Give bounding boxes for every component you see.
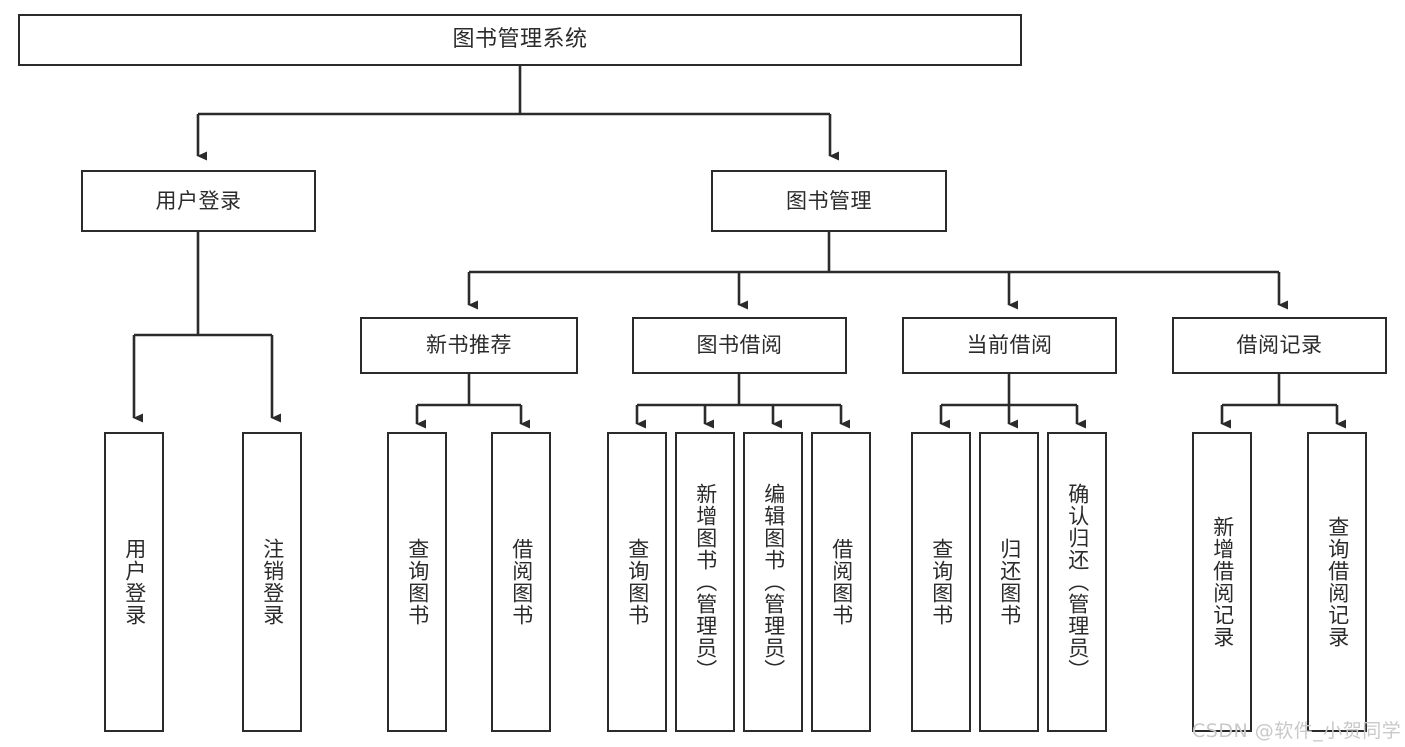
node-label: 借阅记录 — [1236, 333, 1323, 358]
node-leaf-add-book[interactable]: 新增图书（管理员） — [675, 432, 735, 732]
node-leaf-borrow-book-2[interactable]: 借阅图书 — [811, 432, 871, 732]
node-label: 图书管理 — [786, 188, 872, 213]
node-borrow-record[interactable]: 借阅记录 — [1172, 317, 1387, 374]
node-leaf-query-book-1[interactable]: 查询图书 — [387, 432, 447, 732]
node-leaf-edit-book[interactable]: 编辑图书（管理员） — [743, 432, 803, 732]
node-book-borrow[interactable]: 图书借阅 — [632, 317, 847, 374]
node-label: 借阅图书 — [509, 538, 534, 626]
node-leaf-query-borrow-record[interactable]: 查询借阅记录 — [1307, 432, 1367, 732]
node-label: 查询借阅记录 — [1325, 516, 1350, 648]
node-label: 借阅图书 — [829, 538, 854, 626]
node-label: 新书推荐 — [426, 333, 512, 358]
node-label: 新增借阅记录 — [1210, 516, 1235, 648]
node-label: 图书借阅 — [696, 333, 783, 358]
node-user-login[interactable]: 用户登录 — [81, 170, 316, 232]
node-label: 用户登录 — [155, 188, 242, 213]
node-label: 确认归还（管理员） — [1065, 483, 1090, 681]
node-leaf-user-login[interactable]: 用户登录 — [104, 432, 164, 732]
node-label: 用户登录 — [122, 538, 147, 626]
node-book-management[interactable]: 图书管理 — [711, 170, 947, 232]
node-current-borrow[interactable]: 当前借阅 — [902, 317, 1117, 374]
node-root-book-management-system[interactable]: 图书管理系统 — [18, 14, 1022, 66]
node-leaf-query-book-3[interactable]: 查询图书 — [911, 432, 971, 732]
node-leaf-add-borrow-record[interactable]: 新增借阅记录 — [1192, 432, 1252, 732]
node-leaf-borrow-book-1[interactable]: 借阅图书 — [491, 432, 551, 732]
csdn-watermark: CSDN @软件_小贺同学 — [1192, 720, 1402, 742]
node-leaf-query-book-2[interactable]: 查询图书 — [607, 432, 667, 732]
node-label: 查询图书 — [929, 538, 954, 626]
node-label: 查询图书 — [405, 538, 430, 626]
node-label: 编辑图书（管理员） — [761, 483, 786, 681]
node-label: 当前借阅 — [966, 333, 1053, 358]
node-label: 图书管理系统 — [452, 27, 588, 53]
node-label: 归还图书 — [997, 538, 1022, 626]
node-leaf-confirm-return[interactable]: 确认归还（管理员） — [1047, 432, 1107, 732]
node-new-book-recommendation[interactable]: 新书推荐 — [360, 317, 578, 374]
node-leaf-return-book[interactable]: 归还图书 — [979, 432, 1039, 732]
node-label: 新增图书（管理员） — [693, 483, 718, 681]
node-leaf-logout[interactable]: 注销登录 — [242, 432, 302, 732]
node-label: 查询图书 — [625, 538, 650, 626]
node-label: 注销登录 — [260, 538, 285, 626]
